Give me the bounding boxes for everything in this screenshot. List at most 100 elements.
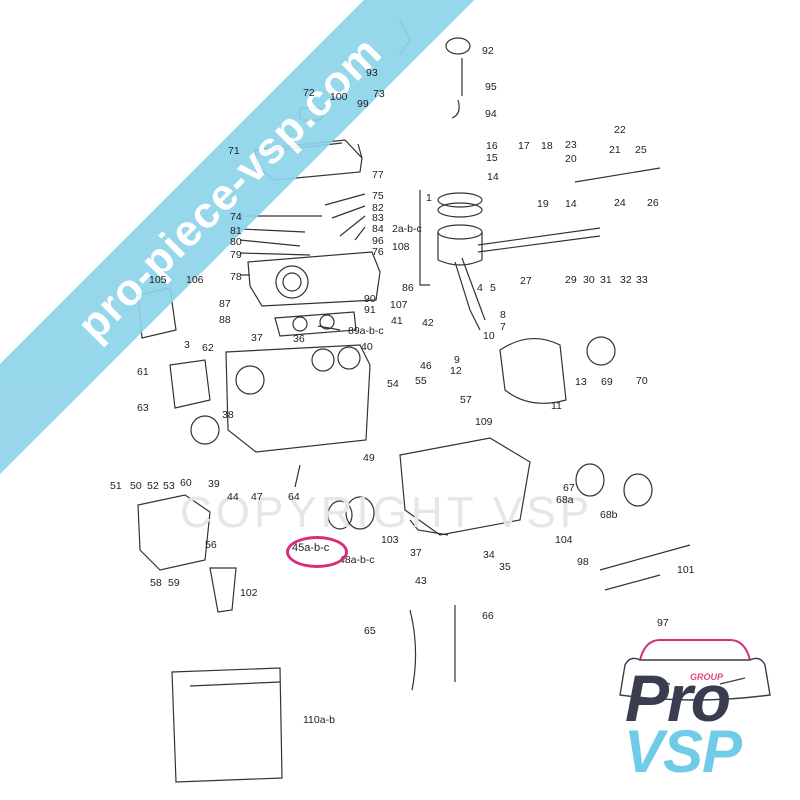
part-label-86: 86 xyxy=(402,282,414,294)
part-label-82: 82 xyxy=(372,202,384,214)
logo-vsp-text: VSP xyxy=(624,718,742,785)
part-label-32: 32 xyxy=(620,274,632,286)
part-label-70: 70 xyxy=(636,375,648,387)
part-label-69: 69 xyxy=(601,376,613,388)
part-label-62: 62 xyxy=(202,342,214,354)
part-label-63: 63 xyxy=(137,402,149,414)
part-label-72: 72 xyxy=(303,87,315,99)
part-label-1: 1 xyxy=(426,192,432,204)
part-label-68a: 68a xyxy=(556,494,574,506)
part-label-17: 17 xyxy=(518,140,530,152)
part-label-46: 46 xyxy=(420,360,432,372)
part-label-19: 19 xyxy=(537,198,549,210)
part-label-66: 66 xyxy=(482,610,494,622)
part-label-20: 20 xyxy=(565,153,577,165)
part-label-97: 97 xyxy=(657,617,669,629)
part-label-102: 102 xyxy=(240,587,258,599)
part-label-95: 95 xyxy=(485,81,497,93)
part-label-15: 15 xyxy=(486,152,498,164)
part-label-92: 92 xyxy=(482,45,494,57)
part-label-38: 38 xyxy=(222,409,234,421)
part-label-88: 88 xyxy=(219,314,231,326)
part-label-34: 34 xyxy=(483,549,495,561)
part-label-42: 42 xyxy=(422,317,434,329)
part-label-37: 37 xyxy=(251,332,263,344)
part-label-5: 5 xyxy=(490,282,496,294)
logo-pro-text: Pro xyxy=(625,661,731,735)
part-label-55: 55 xyxy=(415,375,427,387)
part-label-101: 101 xyxy=(677,564,695,576)
part-label-64: 64 xyxy=(288,491,300,503)
part-label-81: 81 xyxy=(230,225,242,237)
part-label-8: 8 xyxy=(500,309,506,321)
part-label-79: 79 xyxy=(230,249,242,261)
part-label-80: 80 xyxy=(230,236,242,248)
part-label-103: 103 xyxy=(381,534,399,546)
part-label-76: 76 xyxy=(372,246,384,258)
part-label-90: 90 xyxy=(364,293,376,305)
part-label-61: 61 xyxy=(137,366,149,378)
part-label-29: 29 xyxy=(565,274,577,286)
part-label-107: 107 xyxy=(390,299,408,311)
part-label-71: 71 xyxy=(228,145,240,157)
part-label-60: 60 xyxy=(180,477,192,489)
part-label-26: 26 xyxy=(647,197,659,209)
part-label-41: 41 xyxy=(391,315,403,327)
part-label-21: 21 xyxy=(609,144,621,156)
part-label-40: 40 xyxy=(361,341,373,353)
part-label-36: 36 xyxy=(293,333,305,345)
part-label-94: 94 xyxy=(485,108,497,120)
part-label-53: 53 xyxy=(163,480,175,492)
part-label-67: 67 xyxy=(563,482,575,494)
part-label-91: 91 xyxy=(364,304,376,316)
part-label-65: 65 xyxy=(364,625,376,637)
part-label-105: 105 xyxy=(149,274,167,286)
part-label-14: 14 xyxy=(565,198,577,210)
part-label-109: 109 xyxy=(475,416,493,428)
part-label-18: 18 xyxy=(541,140,553,152)
part-label-14: 14 xyxy=(487,171,499,183)
part-label-73: 73 xyxy=(373,88,385,100)
part-label-51: 51 xyxy=(110,480,122,492)
part-label-3: 3 xyxy=(184,339,190,351)
part-label-11: 11 xyxy=(551,400,562,412)
part-label-49: 49 xyxy=(363,452,375,464)
part-label-10: 10 xyxy=(483,330,495,342)
part-label-83: 83 xyxy=(372,212,384,224)
part-label-104: 104 xyxy=(555,534,573,546)
part-label-52: 52 xyxy=(147,480,159,492)
part-label-100: 100 xyxy=(330,91,348,103)
part-label-33: 33 xyxy=(636,274,648,286)
part-label-106: 106 xyxy=(186,274,204,286)
part-label-93: 93 xyxy=(366,67,378,79)
part-label-98: 98 xyxy=(577,556,589,568)
part-label-24: 24 xyxy=(614,197,626,209)
part-label-74: 74 xyxy=(230,211,242,223)
part-label-78: 78 xyxy=(230,271,242,283)
part-label-68b: 68b xyxy=(600,509,618,521)
part-label-75: 75 xyxy=(372,190,384,202)
copyright-watermark: COPYRIGHT VSP xyxy=(180,488,594,537)
part-label-44: 44 xyxy=(227,491,239,503)
part-label-23: 23 xyxy=(565,139,577,151)
part-label-22: 22 xyxy=(614,124,626,136)
part-label-58: 58 xyxy=(150,577,162,589)
highlight-ring xyxy=(286,536,348,568)
part-label-108: 108 xyxy=(392,241,410,253)
part-label-16: 16 xyxy=(486,140,498,152)
part-label-87: 87 xyxy=(219,298,231,310)
part-label-89a-b-c: 89a-b-c xyxy=(348,325,384,337)
part-label-25: 25 xyxy=(635,144,647,156)
part-label-12: 12 xyxy=(450,365,462,377)
part-label-54: 54 xyxy=(387,378,399,390)
part-label-27: 27 xyxy=(520,275,532,287)
part-label-56: 56 xyxy=(205,539,217,551)
car-logo-icon xyxy=(619,639,771,701)
part-label-50: 50 xyxy=(130,480,142,492)
logo-group-text: GROUP xyxy=(690,672,724,682)
part-label-59: 59 xyxy=(168,577,180,589)
part-label-35: 35 xyxy=(499,561,511,573)
part-label-57: 57 xyxy=(460,394,472,406)
